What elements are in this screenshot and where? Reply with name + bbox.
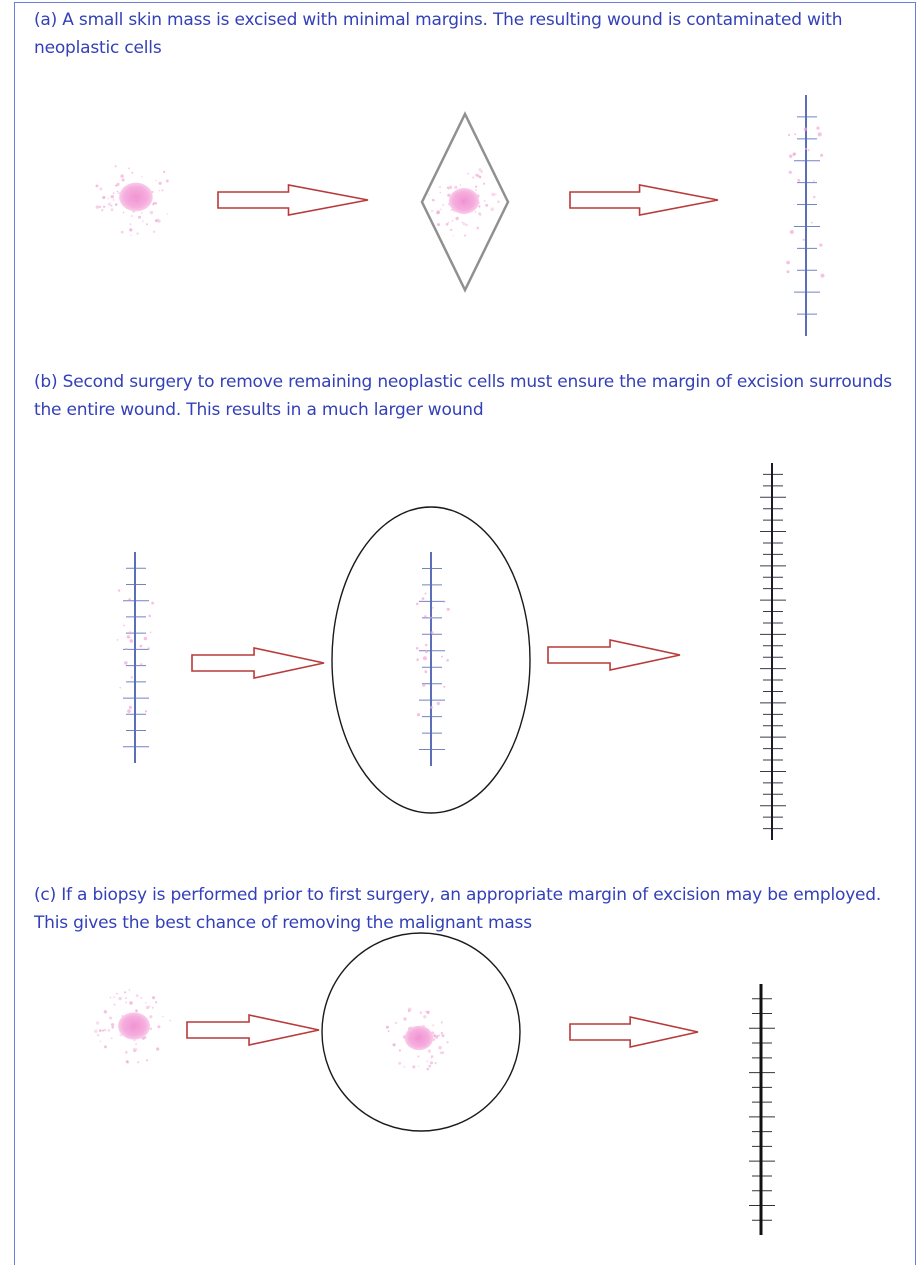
panel-b-suture-in-excision bbox=[416, 552, 450, 766]
panel-a-mass-in-excision bbox=[428, 168, 500, 236]
panel-b-arrow-1 bbox=[192, 648, 324, 678]
panel-c-mass bbox=[94, 989, 171, 1064]
panel-c-arrow-2 bbox=[570, 1017, 698, 1047]
panel-c-mass-in-excision bbox=[386, 1008, 449, 1071]
panel-c-arrow-1 bbox=[187, 1015, 319, 1045]
panel-b-contaminated-suture bbox=[117, 552, 154, 763]
panel-a-contaminated-suture bbox=[786, 95, 824, 336]
panel-b-closed-large-wound bbox=[760, 463, 786, 840]
panel-a-mass bbox=[96, 165, 169, 236]
panel-a-arrow-1 bbox=[218, 185, 368, 215]
panel-c-closed-wound bbox=[749, 984, 775, 1235]
panel-b-arrow-2 bbox=[548, 640, 680, 670]
panel-a-arrow-2 bbox=[570, 185, 718, 215]
